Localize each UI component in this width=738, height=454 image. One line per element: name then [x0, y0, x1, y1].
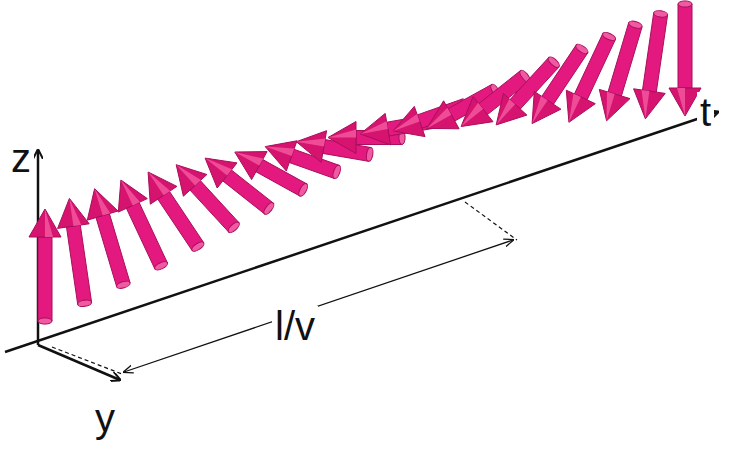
spin-arrow: [566, 31, 616, 123]
dimension-line: [124, 240, 513, 372]
axis-label: z: [8, 138, 34, 178]
spin-arrow: [58, 198, 92, 307]
axis-label: y: [92, 398, 118, 438]
t-axis: [5, 112, 718, 352]
axis-label: t: [697, 92, 714, 132]
dimension-tick: [465, 202, 517, 240]
spin-arrow: [634, 10, 668, 119]
dimension-label: l/v: [272, 306, 318, 346]
spin-arrow: [29, 209, 61, 324]
spin-arrow: [599, 20, 643, 121]
y-axis: [38, 345, 120, 380]
dimension-tick: [52, 347, 122, 374]
